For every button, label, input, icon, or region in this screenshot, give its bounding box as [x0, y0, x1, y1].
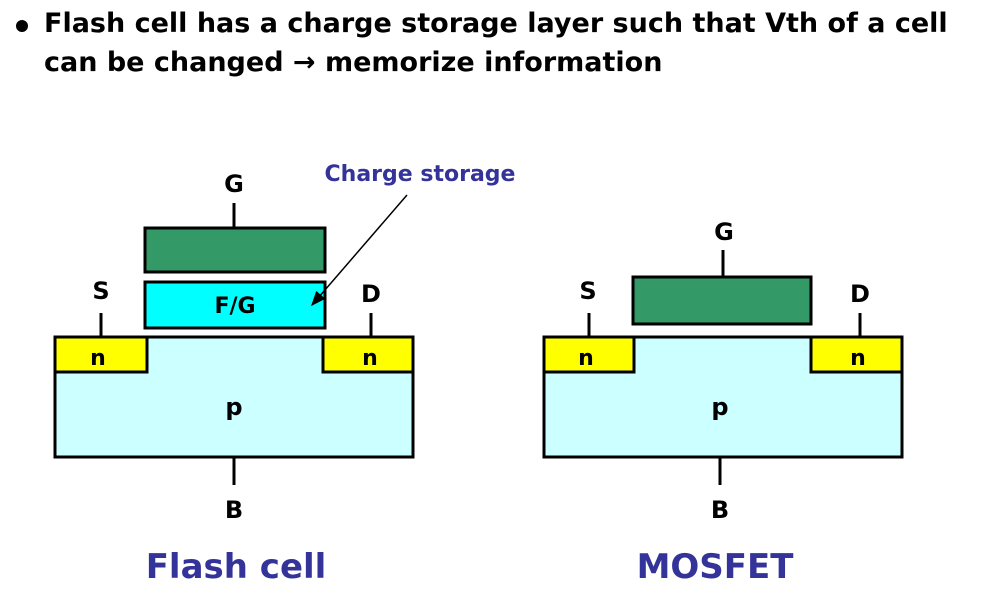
mosfet-gate-label: G: [714, 218, 734, 246]
mosfet-drain-label: D: [850, 280, 870, 308]
mosfet-substrate-label: p: [711, 393, 728, 421]
flash-control-gate: [143, 226, 327, 274]
mosfet-source-label: S: [579, 277, 596, 305]
flash-floating-gate: [143, 280, 327, 330]
flash-body-label: B: [225, 496, 243, 524]
mosfet-diagram: G p n n S D B MOSFET: [542, 218, 904, 587]
mosfet-source-region: [542, 335, 636, 374]
flash-drain-region: [321, 335, 415, 374]
heading-line-2: can be changed → memorize information: [44, 47, 663, 78]
charge-storage-annotation: Charge storage: [325, 162, 516, 187]
bullet-point: [16, 20, 28, 32]
flash-cell-diagram: G F/G p n n S D B Charge storage Flash c…: [53, 162, 516, 587]
flash-cell-caption: Flash cell: [146, 547, 327, 587]
flash-source-label: S: [92, 277, 109, 305]
flash-drain-label: D: [361, 280, 381, 308]
mosfet-source-region-label: n: [578, 346, 594, 371]
floating-gate-label: F/G: [214, 294, 255, 319]
mosfet-drain-region: [809, 335, 904, 374]
flash-gate-label: G: [224, 170, 244, 198]
annotation-arrow: [311, 194, 408, 307]
mosfet-body-label: B: [711, 496, 729, 524]
flash-drain-region-label: n: [362, 346, 378, 371]
flash-source-region: [53, 335, 149, 374]
mosfet-drain-region-label: n: [850, 346, 866, 371]
heading-text: Flash cell has a charge storage layer su…: [44, 4, 974, 82]
mosfet-gate: [631, 275, 813, 326]
mosfet-caption: MOSFET: [637, 547, 795, 587]
heading-line-1: Flash cell has a charge storage layer su…: [44, 8, 948, 39]
flash-substrate-label: p: [225, 393, 242, 421]
flash-source-region-label: n: [90, 346, 106, 371]
